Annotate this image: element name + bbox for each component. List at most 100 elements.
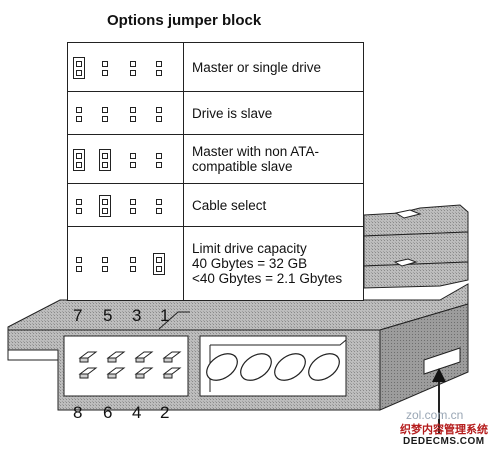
arrow-indicator	[432, 368, 446, 434]
jumper-pin	[130, 266, 136, 272]
pin-1-pointer-line	[158, 311, 190, 330]
jumper-pin	[130, 153, 136, 159]
jumper-pin	[76, 162, 82, 168]
jumper-pin	[156, 266, 162, 272]
jumper-option-label: Master with non ATA-compatible slave	[192, 135, 357, 183]
jumper-pin	[102, 257, 108, 263]
jumper-pin	[130, 199, 136, 205]
jumper-option-text: Master or single drive	[192, 59, 322, 75]
jumper-shunt	[99, 149, 111, 171]
jumper-option-label: Master or single drive	[192, 43, 357, 91]
jumper-pin	[102, 266, 108, 272]
jumper-pin	[102, 199, 108, 205]
jumper-pin	[156, 70, 162, 76]
drive-housing-upper	[363, 204, 469, 289]
jumper-pin	[76, 61, 82, 67]
jumper-pin	[156, 153, 162, 159]
jumper-option-text: Master with non ATA-	[192, 144, 320, 159]
jumper-pin	[102, 162, 108, 168]
pin-label-4: 4	[132, 403, 142, 422]
header-pin-side	[135, 373, 145, 379]
power-pin	[206, 353, 238, 381]
jumper-pin	[130, 70, 136, 76]
header-pin-side	[163, 373, 173, 379]
jumper-shunt	[73, 57, 85, 79]
pin-label-5: 5	[103, 306, 113, 325]
jumper-pin	[130, 257, 136, 263]
jumper-option-text: Drive is slave	[192, 105, 273, 121]
header-pins	[78, 351, 182, 379]
jumper-pin	[102, 153, 108, 159]
jumper-pin	[76, 107, 82, 113]
jumper-pin-diagram	[68, 184, 184, 226]
jumper-option-row: Master or single drive	[67, 42, 364, 92]
jumper-option-text: 40 Gbytes = 32 GB	[192, 256, 308, 271]
jumper-option-row: Drive is slave	[67, 91, 364, 135]
header-pin-side	[107, 357, 117, 363]
diagram-title: Options jumper block	[107, 12, 262, 29]
pin-label-2: 2	[160, 403, 170, 422]
jumper-pin	[156, 162, 162, 168]
jumper-pin	[76, 153, 82, 159]
jumper-pin-diagram	[68, 135, 184, 183]
power-pins	[206, 353, 340, 381]
pin-label-6: 6	[103, 403, 113, 422]
jumper-pin	[76, 116, 82, 122]
jumper-option-text: compatible slave	[192, 159, 293, 174]
pin-label-1: 1	[160, 306, 170, 325]
power-pin	[240, 353, 272, 381]
jumper-pin	[76, 70, 82, 76]
jumper-pin-diagram	[68, 227, 184, 300]
header-pin-side	[107, 373, 117, 379]
pin-label-3: 3	[132, 306, 142, 325]
header-pin-side	[79, 357, 89, 363]
jumper-option-text: Limit drive capacity	[192, 241, 307, 256]
jumper-pin	[102, 61, 108, 67]
jumper-pin	[156, 107, 162, 113]
jumper-pin	[156, 208, 162, 214]
jumper-pin	[76, 257, 82, 263]
watermark-domain: DEDECMS.COM	[403, 436, 485, 447]
jumper-option-row: Master with non ATA-compatible slave	[67, 134, 364, 184]
jumper-pin	[156, 61, 162, 67]
jumper-pin	[156, 199, 162, 205]
jumper-pin	[102, 208, 108, 214]
jumper-option-text: Cable select	[192, 197, 267, 213]
header-pin-side	[135, 357, 145, 363]
jumper-pin	[76, 208, 82, 214]
watermark-site: zol.com.cn	[406, 408, 464, 422]
jumper-pin	[102, 116, 108, 122]
jumper-pin	[102, 107, 108, 113]
jumper-pin	[130, 116, 136, 122]
power-pin	[274, 353, 306, 381]
jumper-option-label: Drive is slave	[192, 92, 357, 134]
jumper-pin	[130, 107, 136, 113]
pin-label-8: 8	[73, 403, 83, 422]
power-pin	[308, 353, 340, 381]
jumper-shunt	[99, 195, 111, 217]
pin-label-7: 7	[73, 306, 83, 325]
jumper-pin	[130, 61, 136, 67]
jumper-pin	[156, 116, 162, 122]
header-pin-side	[163, 357, 173, 363]
jumper-shunt	[153, 253, 165, 275]
jumper-pin	[76, 266, 82, 272]
header-pin-side	[79, 373, 89, 379]
watermark-cn: 织梦内容管理系统	[400, 424, 488, 436]
jumper-pin	[76, 199, 82, 205]
jumper-shunt	[73, 149, 85, 171]
jumper-option-row: Cable select	[67, 183, 364, 227]
jumper-pin	[102, 70, 108, 76]
jumper-pin	[130, 208, 136, 214]
jumper-option-text: <40 Gbytes = 2.1 Gbytes	[192, 271, 343, 286]
jumper-option-label: Cable select	[192, 184, 357, 226]
jumper-pin	[130, 162, 136, 168]
jumper-pin	[156, 257, 162, 263]
jumper-pin-diagram	[68, 43, 184, 91]
jumper-header	[63, 335, 189, 397]
